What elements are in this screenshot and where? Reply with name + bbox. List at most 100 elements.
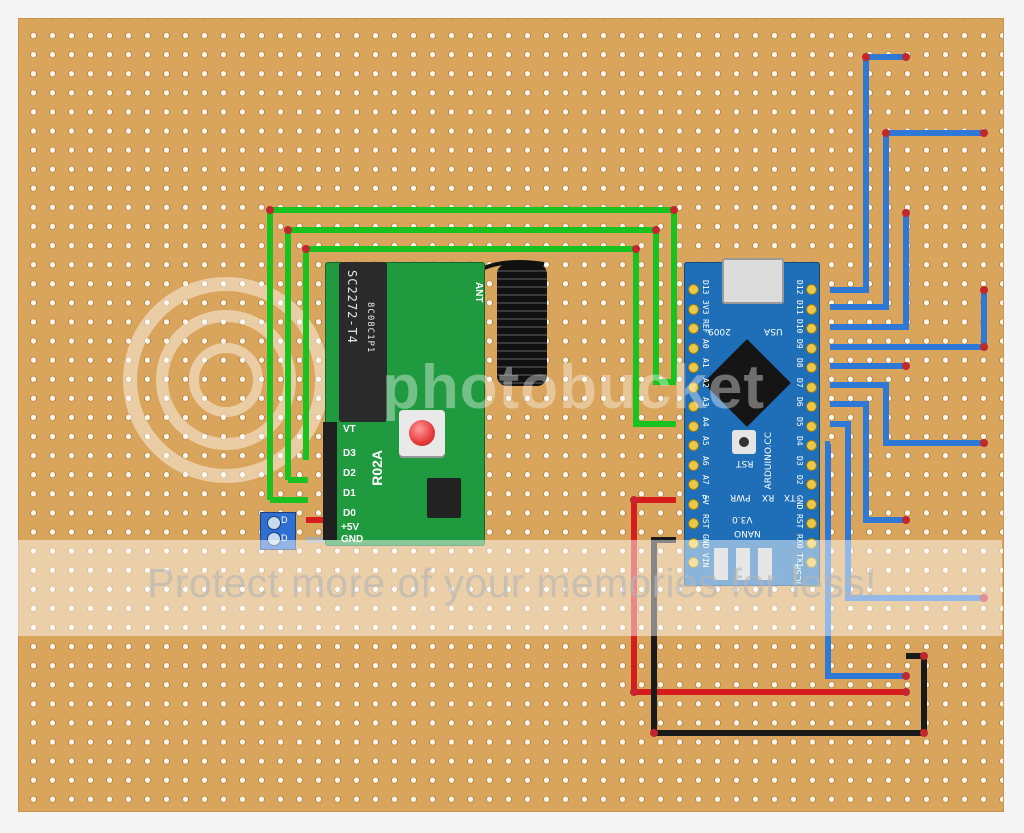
pin-label-right-8: D4 [795,436,804,446]
pin-pad-left-5 [688,381,699,393]
pin-pad-right-5 [806,381,817,393]
pin-pad-left-8 [688,440,699,451]
pin-label-right-10: D2 [795,475,804,485]
pin-label-left-0: D13 [701,280,710,295]
pin-pad-left-0 [688,284,699,295]
silk-d2: D2 [343,468,356,479]
pin-label-left-1: 3V3 [701,299,710,314]
pin-pad-left-1 [688,303,699,315]
version-label: V3.0 [732,514,753,524]
pin-pad-right-0 [806,284,817,295]
pin-pad-right-7 [806,420,817,432]
watermark-word: photobucket [382,353,765,422]
pin-pad-right-8 [806,440,817,451]
arduino-nano: 2009 USA RST ARDUINO.CC L PWR RX TX V3.0… [684,258,820,586]
brand-label: ARDUINO.CC [764,432,774,490]
pin-label-left-2: REF [701,319,710,334]
pin-label-right-0: D12 [795,280,804,295]
pin-pad-right-12 [806,518,817,529]
pin-pad-right-14 [806,557,817,568]
rst-label: RST [736,458,754,468]
wire-end-dots [266,53,988,737]
usb-connector [722,258,784,304]
silk-5v: +5V [341,522,360,533]
rx-label: RX [762,492,775,502]
pin-pad-left-10 [688,479,699,490]
pin-pad-left-3 [688,342,699,354]
pin-label-right-2: D10 [795,319,804,334]
small-ic [427,478,461,518]
pin-pad-left-2 [688,323,699,334]
pin-label-left-11: 5V [701,494,710,505]
silk-gnd: GND [341,534,364,545]
screw-terminal: D D [260,512,296,550]
perfboard [18,18,1004,812]
pin-label-right-12: RST [795,514,804,529]
pin-label-right-11: GND [795,494,804,509]
pin-pad-right-3 [806,342,817,354]
pin-label-right-6: D6 [795,397,804,407]
green-wire-1 [267,207,677,500]
pin-pad-left-11 [688,498,699,510]
pin-pad-left-9 [688,459,699,471]
rf-receiver-module: SC2272-T4 8C08C1P1 ANT VT D3 D2 D1 D0 +5… [323,262,485,546]
pin-label-right-5: D7 [795,377,804,388]
chip-label: SC2272-T4 [345,270,359,345]
silk-d3: D3 [343,448,356,459]
terminal-label-bottom: D [281,533,288,543]
blue-wire-1 [830,54,906,293]
pin-label-left-9: A6 [701,455,710,466]
pin-pad-right-10 [806,479,817,490]
pin-label-left-8: A5 [701,436,710,446]
blue-wire-7 [830,401,906,523]
chip-code: 8C08C1P1 [365,302,375,354]
terminal-label-top: D [281,515,288,525]
red-wire-power [631,497,906,695]
pin-label-left-10: A7 [701,475,710,485]
pin-label-right-7: D5 [795,416,804,427]
pin-pad-left-4 [688,362,699,373]
watermark-banner [18,540,1002,636]
blue-wire-2 [830,130,984,310]
pin-label-right-9: D3 [795,455,804,466]
year-label: 2009 [708,326,731,336]
pin-label-right-3: D9 [795,338,804,349]
reset-button [732,430,756,454]
pin-label-left-12: RST [701,514,710,529]
pin-pad-right-2 [806,323,817,334]
red-button-cap [409,420,435,446]
silk-d1: D1 [343,488,356,499]
pin-pad-right-9 [806,459,817,471]
tx-label: TX [784,492,796,502]
blue-wire-3 [830,213,909,330]
silk-vt: VT [343,424,356,435]
silk-ant: ANT [473,282,484,303]
silk-d0: D0 [343,508,356,519]
pin-pad-right-6 [806,401,817,412]
pin-pad-right-1 [806,303,817,315]
nano-label: NANO [734,528,761,538]
pin-pad-right-13 [806,537,817,549]
usa-label: USA [764,326,783,336]
learn-button [399,410,445,456]
watermark-text: Protect more of your memories for less! [147,560,877,606]
pwr-label: PWR [730,492,751,502]
pin-label-right-4: D8 [795,358,804,368]
pin-pad-right-11 [806,498,817,510]
pin-pad-right-4 [806,362,817,373]
blue-wire-9 [825,441,906,679]
pin-label-left-3: A0 [701,338,710,349]
pin-pad-left-7 [688,420,699,432]
pin-pad-left-13 [688,537,699,549]
module-model: R02A [369,450,385,486]
icsp-header [714,548,774,580]
pin-header [323,422,337,540]
decoder-chip: SC2272-T4 8C08C1P1 [339,262,387,422]
blue-wire-8 [830,421,984,601]
antenna-coil [497,264,547,386]
pin-pad-left-14 [688,557,699,568]
pin-label-right-1: D11 [795,299,804,314]
pin-pad-left-6 [688,401,699,412]
